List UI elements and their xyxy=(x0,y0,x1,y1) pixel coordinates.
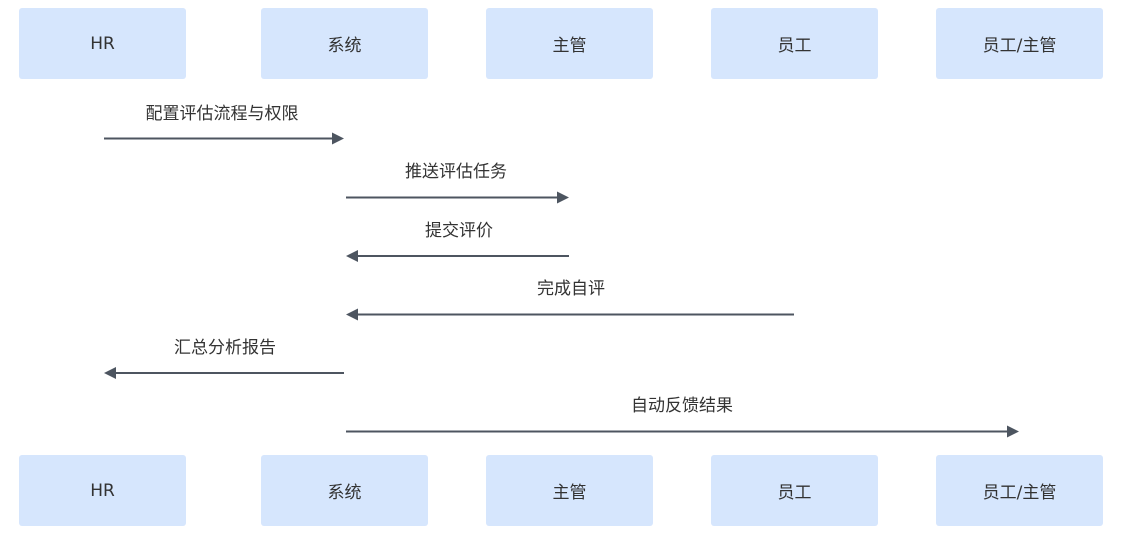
actor-bottom-hr: HR xyxy=(19,455,186,526)
actor-label: 系统 xyxy=(327,36,362,56)
message-arrow-2 xyxy=(346,191,569,204)
actor-top-supervisor: 主管 xyxy=(486,8,653,79)
message-label-4: 完成自评 xyxy=(537,279,605,299)
actor-top-system: 系统 xyxy=(261,8,428,79)
message-label-1: 配置评估流程与权限 xyxy=(145,104,299,124)
actor-label: HR xyxy=(90,480,115,501)
actor-top-employee-supervisor: 员工/主管 xyxy=(936,8,1103,79)
message-label-6: 自动反馈结果 xyxy=(631,396,733,416)
message-arrow-5 xyxy=(104,367,344,379)
actor-label: 系统 xyxy=(327,483,362,503)
actor-label: 员工/主管 xyxy=(982,36,1057,56)
actor-bottom-employee: 员工 xyxy=(711,455,878,526)
message-arrow-4 xyxy=(346,308,794,321)
message-label-5: 汇总分析报告 xyxy=(174,338,276,358)
message-arrow-1 xyxy=(104,132,344,145)
actor-label: 员工 xyxy=(777,483,812,503)
actor-bottom-employee-supervisor: 员工/主管 xyxy=(936,455,1103,526)
actor-label: 主管 xyxy=(552,36,587,56)
message-label-2: 推送评估任务 xyxy=(405,162,507,182)
message-arrow-3 xyxy=(346,250,569,262)
actor-label: 员工 xyxy=(777,36,812,56)
actor-label: 员工/主管 xyxy=(982,483,1057,503)
actor-top-hr: HR xyxy=(19,8,186,79)
actor-bottom-supervisor: 主管 xyxy=(486,455,653,526)
actor-top-employee: 员工 xyxy=(711,8,878,79)
actor-bottom-system: 系统 xyxy=(261,455,428,526)
actor-label: 主管 xyxy=(552,483,587,503)
message-label-3: 提交评价 xyxy=(425,221,493,241)
message-arrow-6 xyxy=(346,425,1019,438)
actor-label: HR xyxy=(90,33,115,54)
